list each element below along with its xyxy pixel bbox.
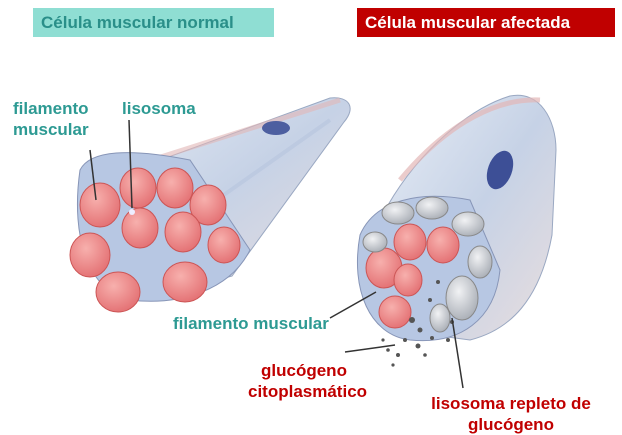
label-filamento-muscular-affected: filamento muscular (173, 313, 329, 334)
affected-muscle-cell (357, 95, 556, 366)
lysosome (129, 209, 135, 215)
label-line: citoplasmático (248, 381, 360, 402)
label-line: lisosoma repleto de (413, 393, 609, 414)
label-line: glucógeno (413, 414, 609, 435)
label-line: muscular (13, 119, 89, 140)
label-lisosoma-repleto: lisosoma repleto de glucógeno (413, 393, 609, 435)
label-glucogeno-citoplasmatico: glucógeno citoplasmático (248, 360, 360, 402)
normal-muscle-cell (70, 98, 350, 312)
label-line: glucógeno (248, 360, 360, 381)
label-lisosoma: lisosoma (122, 98, 196, 119)
label-filamento-muscular-normal: filamento muscular (13, 98, 89, 140)
label-line: filamento (13, 98, 89, 119)
nucleus (262, 121, 290, 135)
